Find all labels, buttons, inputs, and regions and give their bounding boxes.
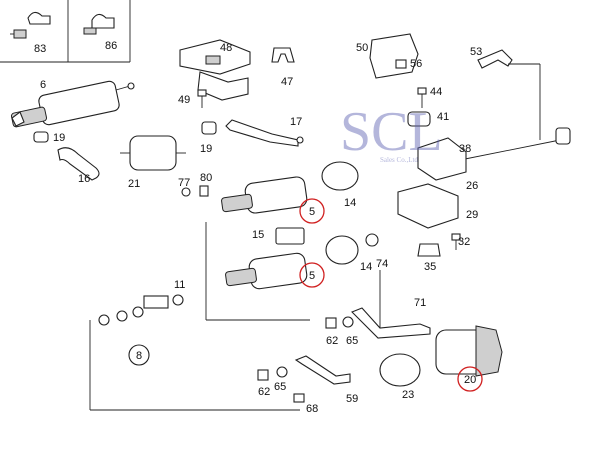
callout-71: 71 [414, 297, 426, 309]
callout-26: 26 [466, 180, 478, 192]
callout-65-upper: 65 [346, 335, 358, 347]
part-32-bolt [451, 233, 461, 250]
callout-77: 77 [178, 177, 190, 189]
part-80-fitting [199, 185, 209, 197]
callout-47: 47 [281, 76, 293, 88]
part-17-fuel-line [225, 119, 304, 147]
callout-62-upper: 62 [326, 335, 338, 347]
part-21-filter [120, 135, 186, 171]
callout-53: 53 [470, 46, 482, 58]
part-62-fitting-upper [325, 317, 337, 329]
callout-35: 35 [424, 261, 436, 273]
callout-14-lower: 14 [360, 261, 372, 273]
part-41-clamp [407, 111, 431, 127]
part-77-washer [181, 187, 191, 197]
watermark-subtext: Sales Co.,Ltd [380, 156, 418, 164]
watermark-text: SCL [340, 101, 443, 163]
part-48-bracket [179, 39, 251, 101]
callout-14-upper: 14 [344, 197, 356, 209]
callout-15: 15 [252, 229, 264, 241]
callout-19-left: 19 [53, 132, 65, 144]
callout-59: 59 [346, 393, 358, 405]
callout-80: 80 [200, 172, 212, 184]
part-rod [459, 127, 571, 161]
callout-44: 44 [430, 86, 442, 98]
part-20-filter [435, 325, 503, 377]
part-86-clip [83, 13, 115, 35]
part-29-bracket [397, 183, 459, 229]
highlight-ring-5-lower [299, 262, 325, 288]
part-11-fitting [143, 294, 184, 309]
part-26-bracket [417, 137, 467, 181]
callout-11: 11 [174, 279, 185, 291]
highlight-ring-20 [457, 366, 483, 392]
callout-48: 48 [220, 42, 232, 54]
part-35-clip [417, 243, 441, 257]
assembly-leader-lines [89, 222, 381, 411]
part-14-sleeve-lower [325, 235, 359, 265]
callout-56: 56 [410, 58, 422, 70]
part-47-clip [271, 47, 295, 63]
part-8-washers [98, 306, 144, 326]
part-19-clamp [201, 121, 217, 135]
part-62-fitting-lower [257, 369, 269, 381]
inset-boxes [0, 0, 131, 63]
callout-17: 17 [290, 116, 302, 128]
callout-21: 21 [128, 178, 140, 190]
callout-8-circle [128, 344, 150, 366]
part-14-sleeve-upper [321, 161, 359, 191]
watermark: SCL Sales Co.,Ltd [340, 101, 443, 164]
callout-68: 68 [306, 403, 318, 415]
part-65-washer-lower [276, 366, 288, 378]
callout-23: 23 [402, 389, 414, 401]
highlight-rings [299, 198, 483, 392]
part-65-washer-upper [342, 316, 354, 328]
part-5-pump-upper [221, 176, 308, 214]
callout-86: 86 [105, 40, 117, 52]
part-74-clamp [365, 233, 379, 247]
callout-5-upper: 5 [309, 206, 315, 218]
part-83-clip [10, 11, 51, 39]
part-16-hose [57, 147, 100, 181]
callout-74: 74 [376, 258, 388, 270]
callout-labels: 83 86 6 48 47 49 50 56 53 44 41 38 26 29… [34, 40, 482, 415]
callout-49: 49 [178, 94, 190, 106]
callout-8: 8 [136, 350, 142, 362]
part-71-fuel-line [351, 307, 431, 339]
part-5-pump-lower [225, 252, 308, 290]
callout-6: 6 [40, 79, 46, 91]
part-15-connector [275, 227, 305, 245]
callout-5-lower: 5 [309, 270, 315, 282]
part-19-clip-left [33, 131, 49, 143]
callout-32: 32 [458, 236, 470, 248]
callout-16: 16 [78, 173, 90, 185]
callout-29: 29 [466, 209, 478, 221]
part-6-pump [10, 80, 135, 128]
part-50-bracket [369, 33, 419, 79]
callout-83: 83 [34, 43, 46, 55]
callout-38: 38 [459, 143, 471, 155]
part-44-bolt [417, 87, 427, 108]
part-23-clamp [379, 353, 421, 387]
callout-65-lower: 65 [274, 381, 286, 393]
callout-41: 41 [437, 111, 449, 123]
part-59-line [294, 355, 351, 385]
part-53-bracket [477, 49, 541, 140]
part-49-bolt [197, 89, 207, 108]
callout-20: 20 [464, 374, 476, 386]
callout-62-lower: 62 [258, 386, 270, 398]
callout-50: 50 [356, 42, 368, 54]
highlight-ring-5-upper [299, 198, 325, 224]
callout-19-right: 19 [200, 143, 212, 155]
part-68-bolt [293, 393, 305, 403]
